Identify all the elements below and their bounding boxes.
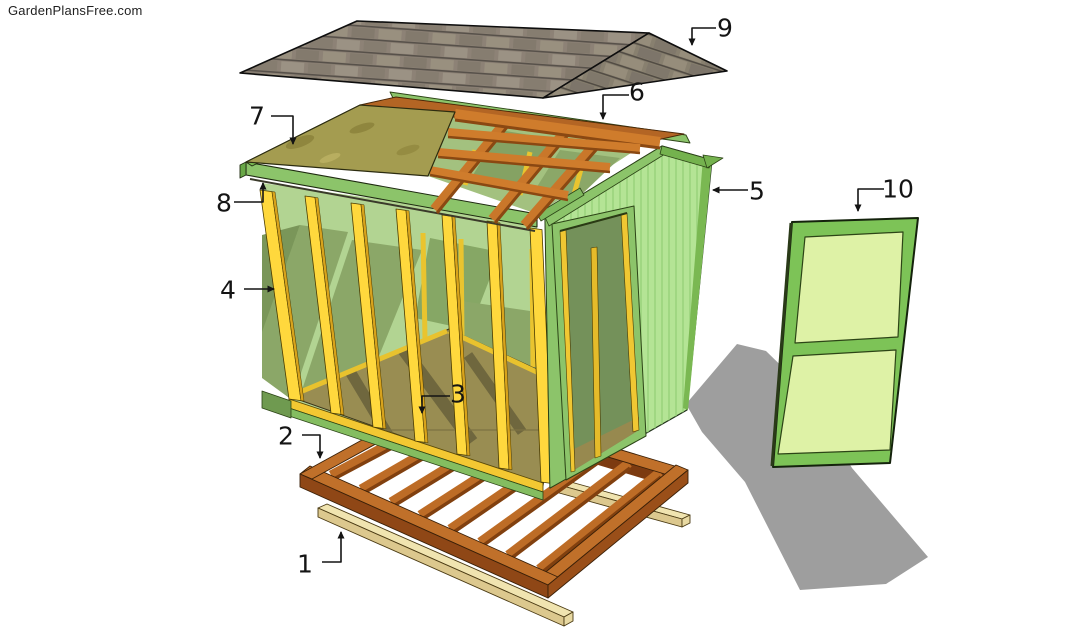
rafters (429, 109, 661, 230)
part-label-fascia: 8 (216, 188, 232, 218)
part-label-shingles: 9 (717, 13, 733, 43)
part-label-floor-frame: 2 (278, 421, 294, 451)
roof-shingles (239, 20, 728, 99)
wall-studs (249, 178, 554, 501)
part-label-wall-studs: 4 (220, 275, 236, 305)
stud (259, 189, 554, 485)
roof-frame (239, 91, 691, 230)
part-label-gable-wall: 5 (749, 176, 765, 206)
door-panel (770, 217, 919, 468)
part-label-skids: 1 (297, 549, 313, 579)
part-label-floor: 3 (450, 379, 466, 409)
shed-body (239, 91, 724, 501)
part-label-roof-deck: 7 (249, 101, 265, 131)
roof-deck (245, 104, 456, 177)
door-opening (551, 205, 647, 481)
part-label-rafters: 6 (629, 77, 645, 107)
skid-front (317, 503, 574, 627)
part-label-door: 10 (882, 174, 914, 204)
label-leaders (234, 27, 884, 563)
watermark: GardenPlansFree.com (8, 3, 143, 18)
ground-shadow (686, 344, 928, 590)
